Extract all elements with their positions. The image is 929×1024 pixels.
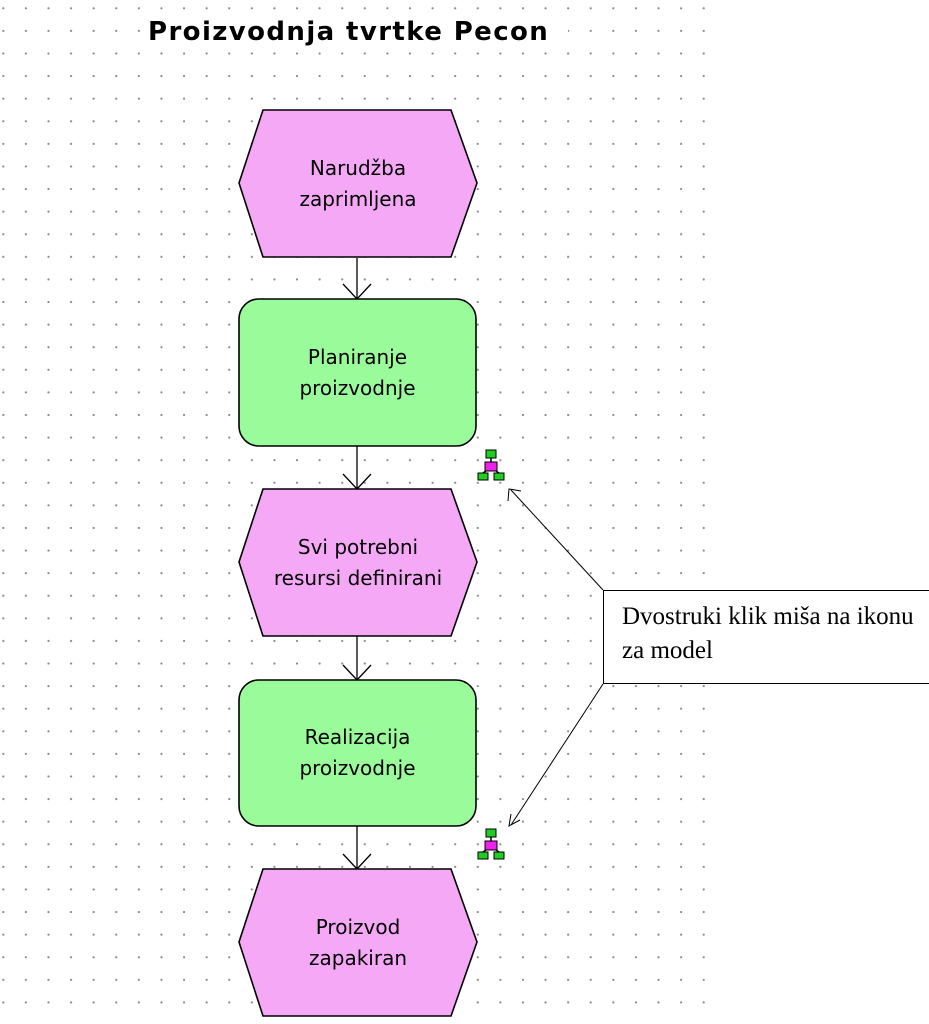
model-assignment-icon[interactable]: [477, 828, 505, 860]
model-assignment-icon[interactable]: [477, 449, 505, 481]
callout-box: Dvostruki klik miša na ikonu za model: [603, 590, 929, 684]
event-shape-3[interactable]: [238, 868, 478, 1017]
leader-arrowhead-lower: [508, 813, 521, 827]
callout-text: Dvostruki klik miša na ikonu za model: [622, 603, 914, 664]
leader-line-upper: [510, 489, 604, 591]
function-label-1: Planiranje proizvodnje: [299, 344, 416, 400]
white-margin: [705, 0, 929, 1024]
event-label-2: Svi potrebni resursi definirani: [273, 534, 443, 590]
diagram-title: Proizvodnja tvrtke Pecon: [148, 12, 568, 52]
event-label-1: Narudžba zaprimljena: [299, 155, 417, 211]
leader-arrowhead-upper: [507, 488, 522, 502]
event-shape-2[interactable]: [238, 488, 478, 637]
function-label-2: Realizacija proizvodnje: [299, 725, 416, 780]
event-label-3: Proizvod zapakiran: [309, 914, 407, 970]
callout-leaders: [507, 488, 604, 827]
leader-line-lower: [510, 683, 604, 826]
function-shape-1[interactable]: [238, 298, 477, 447]
event-shape-1[interactable]: [238, 109, 478, 258]
function-shape-2[interactable]: [238, 679, 477, 827]
